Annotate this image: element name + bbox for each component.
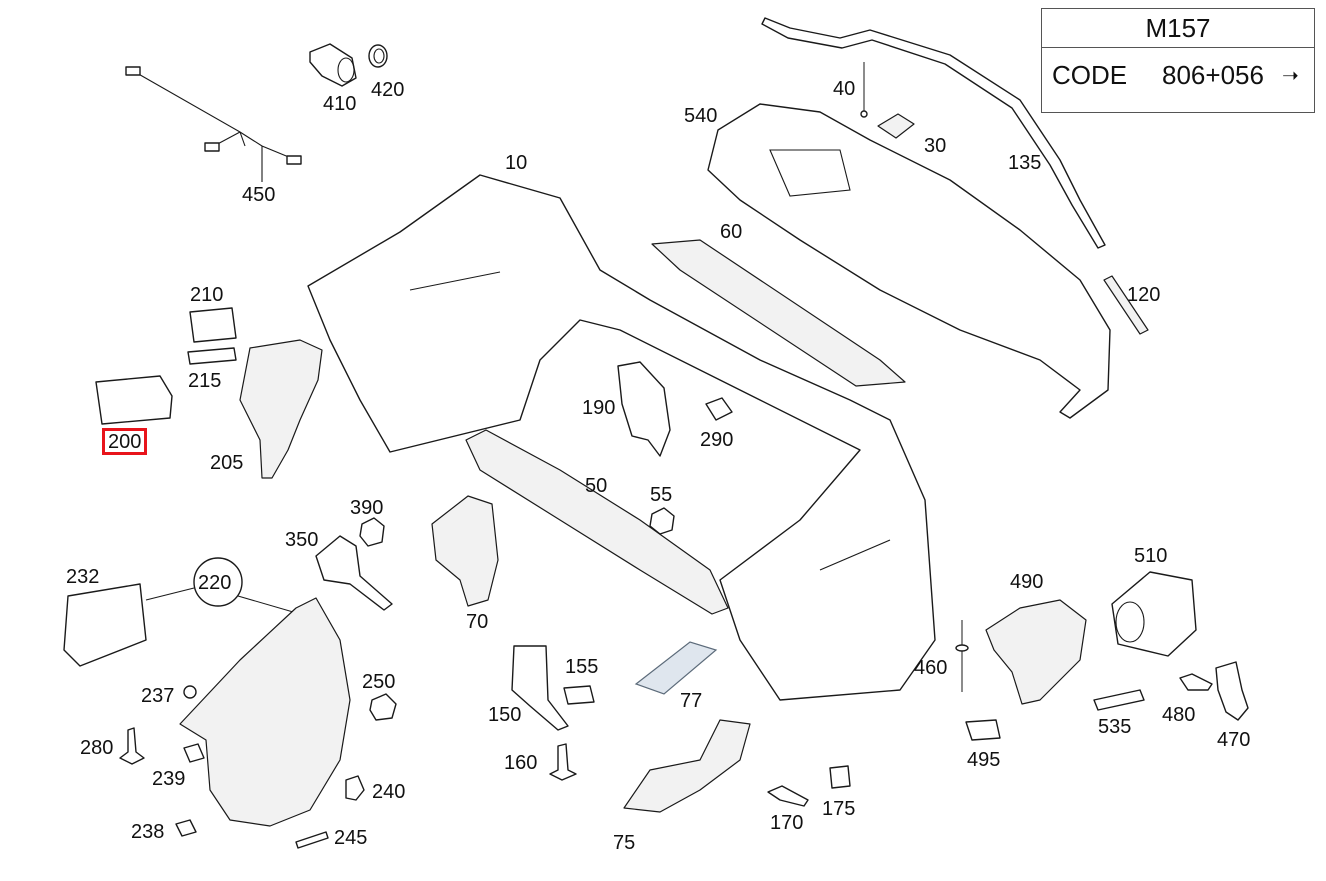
part-150-bracket[interactable] — [511, 645, 569, 731]
callout-480[interactable]: 480 — [1162, 704, 1196, 726]
callout-220[interactable]: 220 — [198, 572, 232, 594]
callout-50[interactable]: 50 — [585, 475, 608, 497]
part-175-clip[interactable] — [829, 765, 851, 789]
callout-160[interactable]: 160 — [504, 752, 538, 774]
callout-510[interactable]: 510 — [1134, 545, 1168, 567]
callout-205[interactable]: 205 — [210, 452, 244, 474]
callout-495[interactable]: 495 — [967, 749, 1001, 771]
callout-215[interactable]: 215 — [188, 370, 222, 392]
callout-290[interactable]: 290 — [700, 429, 734, 451]
part-535-clip[interactable] — [1093, 689, 1145, 711]
part-205-bracket[interactable] — [239, 339, 323, 479]
callout-75[interactable]: 75 — [613, 832, 636, 854]
callout-450[interactable]: 450 — [242, 184, 276, 206]
callout-200-highlighted[interactable]: 200 — [102, 428, 148, 455]
code-value: 806+056 — [1162, 60, 1264, 90]
callout-420[interactable]: 420 — [371, 79, 405, 101]
part-75-bracket[interactable] — [623, 719, 751, 813]
part-232-panel[interactable] — [63, 583, 147, 667]
callout-150[interactable]: 150 — [488, 704, 522, 726]
callout-490[interactable]: 490 — [1010, 571, 1044, 593]
part-245-strip[interactable] — [295, 831, 329, 849]
callout-170[interactable]: 170 — [770, 812, 804, 834]
callout-390[interactable]: 390 — [350, 497, 384, 519]
part-250-nut[interactable] — [369, 693, 397, 721]
callout-470[interactable]: 470 — [1217, 729, 1251, 751]
part-210-bracket[interactable] — [189, 307, 237, 343]
callout-237[interactable]: 237 — [141, 685, 175, 707]
callout-60[interactable]: 60 — [720, 221, 743, 243]
callout-155[interactable]: 155 — [565, 656, 599, 678]
arrow-right-icon: ➝ — [1282, 65, 1299, 87]
callout-280[interactable]: 280 — [80, 737, 114, 759]
part-220-bracket-assembly[interactable] — [179, 597, 351, 827]
callout-350[interactable]: 350 — [285, 529, 319, 551]
part-510-housing[interactable] — [1111, 571, 1197, 657]
part-60-step-plate[interactable] — [651, 239, 906, 387]
callout-30[interactable]: 30 — [924, 135, 947, 157]
part-30-grille[interactable] — [877, 113, 915, 139]
callout-232[interactable]: 232 — [66, 566, 100, 588]
part-120-reflector[interactable] — [1103, 275, 1149, 335]
part-135-trim-strip[interactable] — [761, 17, 1106, 249]
part-155-nut[interactable] — [563, 685, 595, 705]
part-410-sensor[interactable] — [309, 43, 357, 87]
part-70-bracket[interactable] — [431, 495, 499, 607]
part-470-sensor[interactable] — [1215, 661, 1249, 721]
callout-535[interactable]: 535 — [1098, 716, 1132, 738]
callout-10[interactable]: 10 — [505, 152, 528, 174]
part-200-module[interactable] — [95, 375, 173, 425]
part-237-washer[interactable] — [183, 685, 197, 699]
callout-245[interactable]: 245 — [334, 827, 368, 849]
part-280-screw[interactable] — [119, 727, 145, 765]
part-290-clip[interactable] — [705, 397, 733, 421]
part-190-bracket[interactable] — [617, 361, 671, 457]
part-480-bolt[interactable] — [1179, 673, 1213, 691]
part-40-pin[interactable] — [860, 62, 868, 118]
callout-55[interactable]: 55 — [650, 484, 673, 506]
part-55-nut[interactable] — [649, 507, 675, 535]
part-160-screw[interactable] — [549, 743, 577, 781]
part-240-nut[interactable] — [345, 775, 365, 801]
code-box: M157 CODE 806+056 ➝ — [1041, 8, 1315, 113]
part-220-leader — [145, 557, 301, 615]
callout-410[interactable]: 410 — [323, 93, 357, 115]
callout-190[interactable]: 190 — [582, 397, 616, 419]
callout-175[interactable]: 175 — [822, 798, 856, 820]
part-540-diffuser[interactable] — [707, 103, 1111, 419]
part-495-nut[interactable] — [965, 719, 1001, 741]
part-350-bracket[interactable] — [315, 535, 393, 611]
callout-460[interactable]: 460 — [914, 657, 948, 679]
callout-250[interactable]: 250 — [362, 671, 396, 693]
callout-77[interactable]: 77 — [680, 690, 703, 712]
part-238-clip[interactable] — [175, 819, 197, 837]
part-460-rivet[interactable] — [955, 620, 969, 692]
callout-239[interactable]: 239 — [152, 768, 186, 790]
callout-40[interactable]: 40 — [833, 78, 856, 100]
callout-540[interactable]: 540 — [684, 105, 718, 127]
part-420-ring[interactable] — [368, 44, 388, 68]
callout-120[interactable]: 120 — [1127, 284, 1161, 306]
callout-135[interactable]: 135 — [1008, 152, 1042, 174]
callout-210[interactable]: 210 — [190, 284, 224, 306]
part-170-screw[interactable] — [767, 785, 809, 807]
part-239-clip[interactable] — [183, 743, 205, 763]
callout-70[interactable]: 70 — [466, 611, 489, 633]
part-50-impact-bar[interactable] — [465, 429, 729, 615]
part-10-bumper-cover[interactable] — [307, 174, 936, 701]
callout-240[interactable]: 240 — [372, 781, 406, 803]
code-label: CODE — [1052, 60, 1128, 90]
model-code: M157 — [1042, 9, 1314, 48]
part-77-guide[interactable] — [634, 641, 718, 695]
part-490-bracket[interactable] — [985, 599, 1087, 705]
callout-238[interactable]: 238 — [131, 821, 165, 843]
part-390-nut[interactable] — [359, 517, 385, 547]
part-450-wiring-harness[interactable] — [125, 66, 302, 182]
part-215-clip[interactable] — [187, 347, 237, 365]
